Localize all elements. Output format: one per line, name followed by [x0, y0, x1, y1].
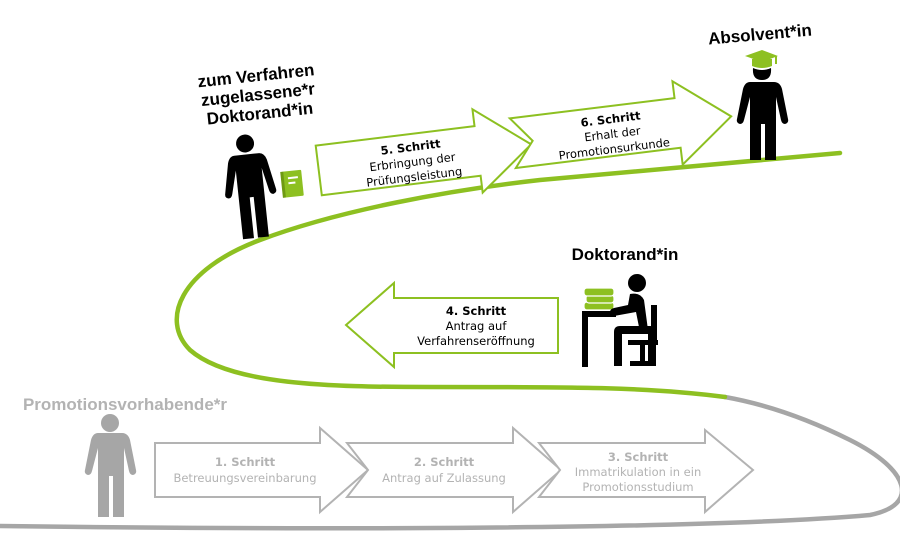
- step-4-arrow[interactable]: 4. Schritt Antrag auf Verfahrenseröffnun…: [344, 280, 559, 370]
- graduate-person-icon: [736, 50, 789, 160]
- standing-person-icon: [84, 414, 137, 517]
- step-6-description-line1: Erhalt der: [583, 124, 641, 145]
- step-5-arrow[interactable]: 5. Schritt Erbringung der Prüfungsleistu…: [314, 103, 537, 212]
- step-3-title: 3. Schritt: [608, 450, 669, 464]
- path-green-segment: [174, 150, 843, 400]
- step-4-title: 4. Schritt: [446, 304, 507, 318]
- step-1-title: 1. Schritt: [215, 455, 276, 469]
- step-1-description: Betreuungsvereinbarung: [173, 471, 316, 485]
- step-3-description-line1: Immatrikulation in ein: [575, 465, 702, 479]
- step-2-description: Antrag auf Zulassung: [382, 471, 506, 485]
- role-label-promotionsvorhabende: Promotionsvorhabende*r: [23, 395, 227, 414]
- role-label-absolvent: Absolvent*in: [707, 21, 812, 49]
- role-label-zugelassen: zum Verfahren zugelassene*r Doktorand*in: [197, 60, 316, 128]
- step-3-description-line2: Promotionsstudium: [582, 480, 693, 494]
- path-gray-segment: [0, 394, 900, 531]
- seated-person-with-books-icon: [582, 274, 658, 367]
- step-4-description-line2: Verfahrenseröffnung: [417, 334, 535, 348]
- step-3-arrow[interactable]: 3. Schritt Immatrikulation in ein Promot…: [536, 427, 755, 515]
- step-4-description-line1: Antrag auf: [446, 319, 508, 333]
- step-2-title: 2. Schritt: [414, 455, 475, 469]
- step-1-arrow[interactable]: 1. Schritt Betreuungsvereinbarung: [154, 425, 370, 515]
- person-with-book-icon: [225, 134, 304, 240]
- role-label-doktorand: Doktorand*in: [572, 245, 679, 264]
- step-6-arrow[interactable]: 6. Schritt Erhalt der Promotionsurkunde: [507, 75, 737, 185]
- step-2-arrow[interactable]: 2. Schritt Antrag auf Zulassung: [344, 425, 563, 515]
